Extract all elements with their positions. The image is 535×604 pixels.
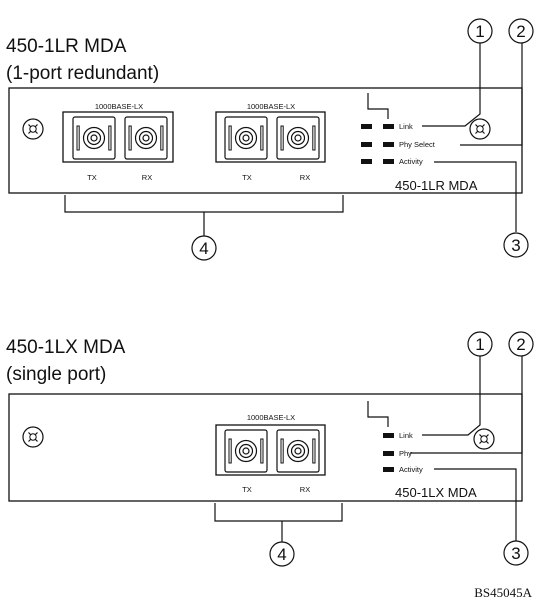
led-activity-b xyxy=(383,159,394,164)
led-activity-label: Activity xyxy=(399,157,423,166)
left-rx-connector-icon xyxy=(124,116,168,160)
led-phy-label: Phy Select xyxy=(399,140,436,149)
bottom-right-screw-icon xyxy=(473,428,495,450)
left-tx-connector-icon xyxy=(72,116,116,160)
bottom-led-activity xyxy=(383,467,394,472)
top-title: 450-1LR MDA xyxy=(6,36,127,57)
bottom-title: 450-1LX MDA xyxy=(6,337,126,358)
led-link-b xyxy=(383,124,394,129)
bottom-tx-label: TX xyxy=(242,485,252,494)
callout-4-number: 4 xyxy=(199,239,208,258)
top-subtitle: (1-port redundant) xyxy=(6,63,159,84)
bottom-callout-4-bracket xyxy=(214,503,343,522)
top-module: 450-1LR MDA (1-port redundant) 1000BASE-… xyxy=(6,18,534,261)
bottom-callout-3-number: 3 xyxy=(511,544,520,563)
bottom-left-screw-icon xyxy=(22,426,44,448)
bottom-led-bracket xyxy=(367,401,389,427)
callout-3-number: 3 xyxy=(511,236,520,255)
callout-2-circle xyxy=(508,18,534,44)
callout-3-leader xyxy=(434,161,517,232)
right-tx-label: TX xyxy=(242,173,252,182)
bottom-callout-3-leader xyxy=(434,468,517,541)
right-port-label: 1000BASE-LX xyxy=(247,102,295,111)
left-screw-icon xyxy=(22,118,44,140)
bottom-port-label: 1000BASE-LX xyxy=(247,413,295,422)
bottom-callout-2-circle xyxy=(508,331,534,357)
left-tx-label: TX xyxy=(87,173,97,182)
led-activity-a xyxy=(361,159,372,164)
bottom-module-name: 450-1LX MDA xyxy=(395,485,477,500)
callout-1-number: 1 xyxy=(475,22,484,41)
callout-4-bracket xyxy=(64,195,344,213)
figure-id: BS45045A xyxy=(474,585,532,600)
bottom-tx-connector-icon xyxy=(224,429,268,473)
right-rx-connector-icon xyxy=(276,116,320,160)
bottom-subtitle: (single port) xyxy=(6,364,106,385)
right-rx-label: RX xyxy=(300,173,310,182)
callout-3-circle xyxy=(503,232,529,258)
callout-1-circle xyxy=(467,18,493,44)
bottom-callout-4-circle xyxy=(269,541,295,567)
callout-1-leader xyxy=(422,43,481,127)
bottom-led-phy xyxy=(383,451,394,456)
bottom-callout-1-leader xyxy=(422,356,481,436)
led-phy-a xyxy=(361,142,372,147)
bottom-module: 450-1LX MDA (single port) 1000BASE-LX TX… xyxy=(6,331,534,567)
bottom-rx-label: RX xyxy=(300,485,310,494)
left-port-label: 1000BASE-LX xyxy=(95,102,143,111)
left-rx-label: RX xyxy=(142,173,152,182)
top-module-name: 450-1LR MDA xyxy=(395,178,478,193)
callout-4-circle xyxy=(191,235,217,261)
bottom-callout-1-number: 1 xyxy=(475,335,484,354)
led-phy-b xyxy=(383,142,394,147)
bottom-callout-2-number: 2 xyxy=(516,335,525,354)
bottom-led-phy-label: Phy xyxy=(399,449,412,458)
right-tx-connector-icon xyxy=(224,116,268,160)
bottom-callout-4-number: 4 xyxy=(277,545,286,564)
led-bracket xyxy=(367,93,389,119)
bottom-rx-connector-icon xyxy=(276,429,320,473)
callout-2-number: 2 xyxy=(516,22,525,41)
bottom-callout-3-circle xyxy=(503,540,529,566)
led-link-label: Link xyxy=(399,122,413,131)
right-screw-icon xyxy=(469,118,491,140)
bottom-callout-1-circle xyxy=(467,331,493,357)
callout-2-leader xyxy=(460,43,523,146)
bottom-led-activity-label: Activity xyxy=(399,465,423,474)
bottom-led-link xyxy=(383,433,394,438)
bottom-callout-2-leader xyxy=(410,356,523,454)
led-link-a xyxy=(361,124,372,129)
bottom-led-link-label: Link xyxy=(399,431,413,440)
